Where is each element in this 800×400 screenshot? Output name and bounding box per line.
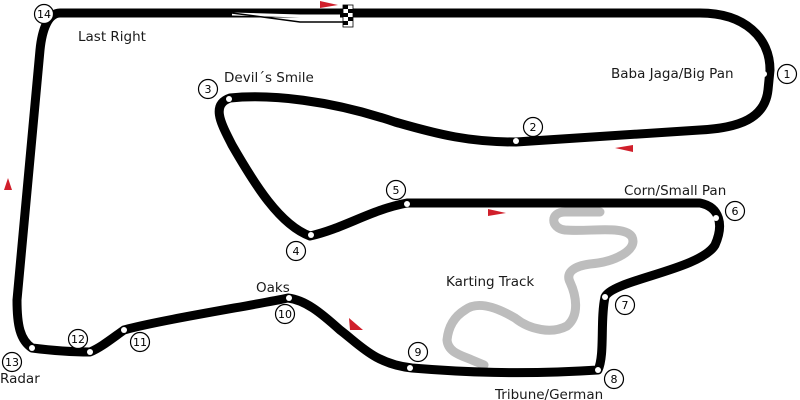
corner-label-oaks: Oaks bbox=[256, 280, 290, 296]
corner-label-devils-smile: Devil´s Smile bbox=[224, 70, 314, 86]
corner-label-baba-jaga: Baba Jaga/Big Pan bbox=[611, 66, 734, 82]
pit-lane bbox=[231, 12, 340, 18]
corner-number: 9 bbox=[415, 346, 422, 359]
corner-number: 4 bbox=[293, 245, 300, 258]
corner-badge-13: 13 bbox=[1, 351, 23, 373]
corner-number: 11 bbox=[133, 336, 147, 349]
corner-badge-9: 9 bbox=[407, 341, 429, 363]
corner-label-radar: Radar bbox=[0, 371, 40, 387]
corner-label-last-right: Last Right bbox=[78, 29, 146, 45]
corner-badge-4: 4 bbox=[285, 240, 307, 262]
checkered-flag-icon bbox=[342, 4, 354, 28]
direction-arrow-icon bbox=[4, 178, 12, 190]
corner-number: 7 bbox=[622, 299, 629, 312]
corner-badge-6: 6 bbox=[724, 200, 746, 222]
corner-number: 14 bbox=[37, 8, 51, 21]
corner-number: 1 bbox=[784, 68, 791, 81]
corner-number: 3 bbox=[205, 83, 212, 96]
corner-badge-5: 5 bbox=[385, 179, 407, 201]
corner-label-corn: Corn/Small Pan bbox=[624, 183, 726, 199]
corner-dots bbox=[29, 24, 767, 373]
corner-number: 13 bbox=[5, 356, 19, 369]
corner-label-tribune: Tribune/German bbox=[494, 387, 603, 400]
corner-badge-1: 1 bbox=[776, 63, 798, 85]
direction-arrow-icon bbox=[349, 318, 363, 330]
corner-badge-7: 7 bbox=[614, 294, 636, 316]
main-circuit bbox=[12, 8, 775, 378]
karting-track-label: Karting Track bbox=[446, 274, 534, 290]
direction-arrow-icon bbox=[615, 145, 633, 152]
corner-badge-8: 8 bbox=[603, 368, 625, 390]
corner-number: 5 bbox=[393, 184, 400, 197]
corner-number: 12 bbox=[71, 333, 85, 346]
pit-lane-outline bbox=[231, 12, 345, 23]
direction-arrow-icon bbox=[320, 1, 338, 8]
karting-track bbox=[442, 207, 638, 370]
corner-badge-11: 11 bbox=[129, 331, 151, 353]
corner-badge-2: 2 bbox=[522, 116, 544, 138]
corner-number: 10 bbox=[278, 308, 292, 321]
corner-number: 2 bbox=[530, 121, 537, 134]
corner-badge-12: 12 bbox=[67, 328, 89, 350]
corner-number: 8 bbox=[611, 373, 618, 386]
corner-badge-10: 10 bbox=[274, 303, 296, 325]
corner-number: 6 bbox=[732, 205, 739, 218]
direction-arrow-icon bbox=[488, 209, 506, 216]
corner-badge-14: 14 bbox=[33, 3, 55, 25]
corner-badge-3: 3 bbox=[197, 78, 219, 100]
